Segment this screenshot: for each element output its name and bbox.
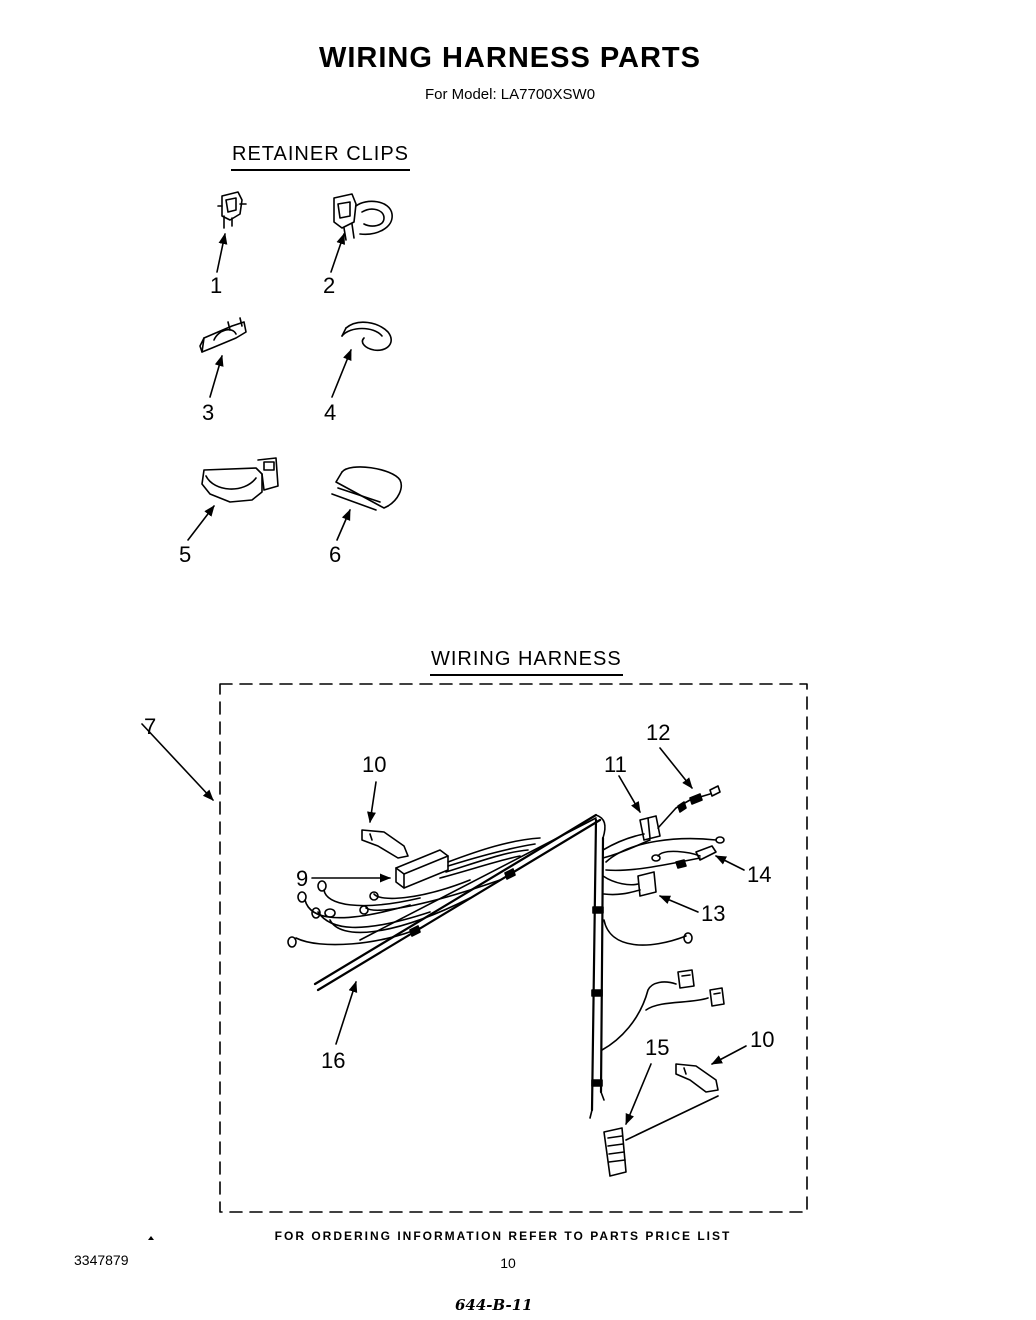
callout-3: 3 [202, 400, 215, 425]
callout-13: 13 [701, 901, 726, 926]
wiring-harness-title: WIRING HARNESS [430, 648, 623, 676]
terminal-14 [605, 836, 725, 872]
harness-main-trunk [313, 813, 606, 1119]
callout-7: 7 [144, 714, 157, 739]
connector-13 [602, 871, 657, 897]
page-title: WIRING HARNESS PARTS [319, 42, 701, 74]
terminal-10-upper [361, 829, 409, 859]
document-number: 3347879 [74, 1252, 129, 1268]
connector-block-9 [395, 837, 541, 889]
retainer-clip-2 [333, 193, 393, 241]
callout-9: 9 [296, 866, 309, 891]
terminal-12 [657, 785, 721, 829]
callout-10-upper: 10 [362, 752, 387, 777]
right-wire-leads [601, 919, 725, 1051]
connector-15 [603, 1095, 719, 1177]
callout-10-lower: 10 [750, 1027, 775, 1052]
left-wire-leads [287, 879, 501, 948]
handwritten-note: 644-B-11 [455, 1296, 533, 1314]
model-subtitle: For Model: LA7700XSW0 [424, 86, 596, 103]
connector-11 [602, 815, 661, 859]
callout-12: 12 [646, 720, 671, 745]
retainer-clip-3 [199, 317, 247, 353]
callout-6: 6 [329, 542, 342, 567]
page-number: 10 [500, 1255, 516, 1271]
retainer-clip-1 [217, 191, 247, 229]
callout-4: 4 [324, 400, 337, 425]
callout-16: 16 [321, 1048, 346, 1073]
retainer-clip-5 [201, 457, 279, 503]
ordering-note: FOR ORDERING INFORMATION REFER TO PARTS … [274, 1229, 732, 1243]
terminal-10-lower [675, 1063, 719, 1093]
harness-frame [219, 683, 808, 1213]
callout-14: 14 [747, 862, 772, 887]
callout-5: 5 [179, 542, 192, 567]
callout-15: 15 [645, 1035, 670, 1060]
retainer-clips-title: RETAINER CLIPS [231, 143, 410, 171]
retainer-clip-4 [341, 321, 392, 352]
callout-2: 2 [323, 273, 336, 298]
callout-11: 11 [604, 752, 627, 777]
callout-1: 1 [210, 273, 223, 298]
retainer-clip-6 [331, 466, 403, 511]
